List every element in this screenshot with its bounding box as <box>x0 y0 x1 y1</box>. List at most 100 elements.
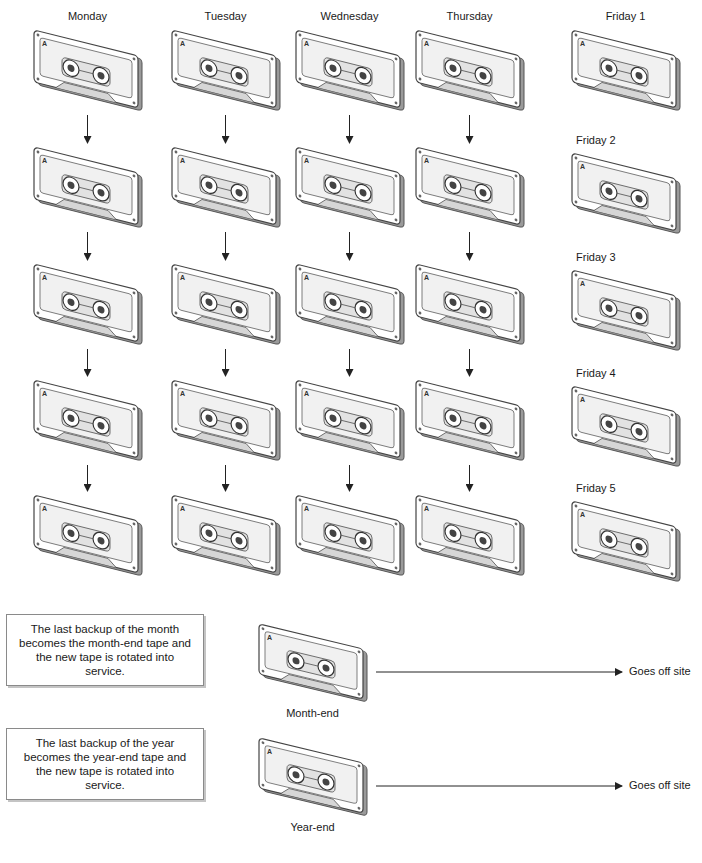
tape-letter: A <box>304 40 309 48</box>
offsite-label: Goes off site <box>629 779 691 792</box>
day-heading: Friday 1 <box>568 10 683 23</box>
tape-caption: Year-end <box>255 821 370 834</box>
rotation-arrow <box>469 349 470 376</box>
backup-tape: A <box>412 262 527 347</box>
rotation-arrow <box>225 465 226 491</box>
tape-drawing <box>292 262 407 347</box>
day-heading: Friday 5 <box>576 482 616 495</box>
tape-drawing <box>168 262 283 347</box>
backup-tape: A <box>168 262 283 347</box>
rotation-arrow <box>469 465 470 491</box>
tape-drawing <box>568 268 683 353</box>
rotation-arrow <box>469 115 470 143</box>
tape-letter: A <box>267 634 272 642</box>
day-heading: Thursday <box>412 10 527 23</box>
backup-tape: TuesdayA <box>168 28 283 113</box>
callout-text: The last backup of the month becomes the… <box>16 622 194 678</box>
backup-tape: Friday 5A <box>568 499 683 584</box>
tape-drawing <box>168 378 283 463</box>
tape-letter: A <box>42 40 47 48</box>
backup-tape: A <box>412 493 527 578</box>
tape-drawing <box>568 28 683 113</box>
backup-tape: A <box>292 145 407 230</box>
backup-tape: AYear-end <box>255 736 370 818</box>
tape-letter: A <box>180 390 185 398</box>
tape-drawing <box>568 151 683 236</box>
tape-drawing <box>30 378 145 463</box>
rotation-arrow <box>225 115 226 143</box>
backup-tape: A <box>168 493 283 578</box>
backup-tape: A <box>168 145 283 230</box>
backup-tape: A <box>30 493 145 578</box>
tape-caption: Month-end <box>255 707 370 720</box>
callout-box: The last backup of the year becomes the … <box>6 728 204 800</box>
backup-tape: A <box>292 493 407 578</box>
tape-drawing <box>30 493 145 578</box>
tape-letter: A <box>580 511 585 519</box>
rotation-arrow <box>225 349 226 376</box>
rotation-arrow <box>225 232 226 260</box>
rotation-arrow <box>349 232 350 260</box>
offsite-arrow <box>376 786 622 787</box>
backup-tape: Friday 1A <box>568 28 683 113</box>
tape-drawing <box>568 384 683 469</box>
backup-tape: A <box>30 262 145 347</box>
day-heading: Friday 3 <box>576 251 616 264</box>
tape-drawing <box>168 28 283 113</box>
tape-letter: A <box>580 163 585 171</box>
day-heading: Friday 2 <box>576 134 616 147</box>
tape-drawing <box>292 493 407 578</box>
tape-letter: A <box>304 157 309 165</box>
tape-drawing <box>412 262 527 347</box>
tape-letter: A <box>580 396 585 404</box>
tape-letter: A <box>304 274 309 282</box>
tape-drawing <box>568 499 683 584</box>
backup-tape: ThursdayA <box>412 28 527 113</box>
tape-drawing <box>412 145 527 230</box>
tape-drawing <box>412 493 527 578</box>
tape-drawing <box>292 378 407 463</box>
tape-letter: A <box>304 505 309 513</box>
offsite-label: Goes off site <box>629 665 691 678</box>
tape-letter: A <box>267 748 272 756</box>
day-heading: Wednesday <box>292 10 407 23</box>
backup-tape: Friday 4A <box>568 384 683 469</box>
tape-letter: A <box>180 40 185 48</box>
rotation-arrow <box>349 349 350 376</box>
tape-letter: A <box>424 274 429 282</box>
tape-drawing <box>30 28 145 113</box>
callout-box: The last backup of the month becomes the… <box>6 614 204 686</box>
rotation-arrow <box>349 465 350 491</box>
tape-letter: A <box>180 505 185 513</box>
backup-tape: A <box>412 145 527 230</box>
day-heading: Friday 4 <box>576 367 616 380</box>
tape-letter: A <box>180 157 185 165</box>
tape-letter: A <box>180 274 185 282</box>
tape-drawing <box>412 378 527 463</box>
day-heading: Monday <box>30 10 145 23</box>
tape-letter: A <box>424 157 429 165</box>
backup-tape: Friday 2A <box>568 151 683 236</box>
rotation-arrow <box>87 232 88 260</box>
day-heading: Tuesday <box>168 10 283 23</box>
rotation-arrow <box>469 232 470 260</box>
offsite-arrow <box>376 672 622 673</box>
backup-tape: A <box>292 262 407 347</box>
tape-drawing <box>168 145 283 230</box>
backup-tape: WednesdayA <box>292 28 407 113</box>
tape-letter: A <box>304 390 309 398</box>
tape-letter: A <box>42 505 47 513</box>
rotation-arrow <box>87 349 88 376</box>
tape-drawing <box>30 145 145 230</box>
tape-drawing <box>168 493 283 578</box>
backup-tape: MondayA <box>30 28 145 113</box>
tape-drawing <box>292 28 407 113</box>
backup-tape: A <box>292 378 407 463</box>
backup-tape: Friday 3A <box>568 268 683 353</box>
tape-drawing <box>255 622 370 704</box>
tape-letter: A <box>424 40 429 48</box>
backup-tape: A <box>168 378 283 463</box>
rotation-arrow <box>87 115 88 143</box>
tape-letter: A <box>42 157 47 165</box>
